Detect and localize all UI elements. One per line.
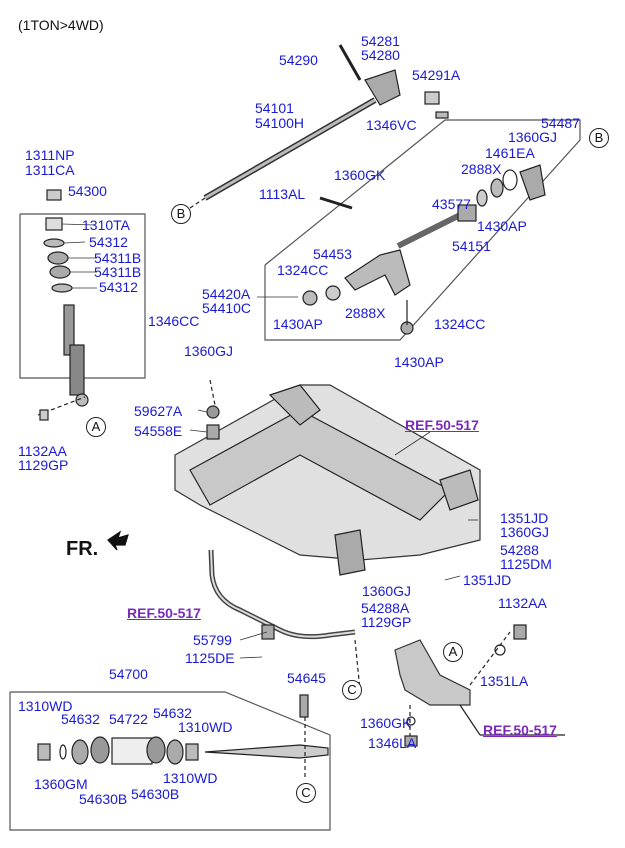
- part-1360gm: 1360GM: [34, 776, 88, 792]
- part-1351jd: 1351JD: [500, 510, 549, 526]
- part-1360gj: 1360GJ: [362, 583, 412, 599]
- part-54453: 54453: [313, 246, 352, 262]
- part-1311ca: 1311CA: [25, 162, 75, 178]
- part-1125de: 1125DE: [185, 650, 235, 666]
- marker-a: A: [443, 642, 463, 662]
- part-1360gk: 1360GK: [360, 715, 412, 731]
- part-54410c: 54410C: [202, 300, 252, 316]
- part-54311b: 54311B: [94, 264, 142, 280]
- part-2888x: 2888X: [461, 161, 502, 177]
- part-54300: 54300: [68, 183, 107, 199]
- part-1310wd: 1310WD: [18, 698, 73, 714]
- part-54700: 54700: [109, 666, 148, 682]
- part-54632: 54632: [61, 711, 100, 727]
- part-43577: 43577: [432, 196, 471, 212]
- part-54487: 54487: [541, 115, 580, 131]
- stabilizer-bar: [208, 549, 361, 691]
- part-1351la: 1351LA: [480, 673, 529, 689]
- part-1430ap: 1430AP: [394, 354, 444, 370]
- part-54312: 54312: [89, 234, 128, 250]
- part-54288a: 54288A: [361, 600, 410, 616]
- page-title: (1TON>4WD): [18, 17, 104, 33]
- part-54288: 54288: [500, 542, 539, 558]
- part-55799: 55799: [193, 632, 232, 648]
- front-arrow-icon: [107, 530, 129, 551]
- part-54630b: 54630B: [79, 791, 128, 807]
- part-1324cc: 1324CC: [434, 316, 486, 332]
- part-1430ap: 1430AP: [273, 316, 323, 332]
- part-2888x: 2888X: [345, 305, 386, 321]
- crossmember: [174, 379, 481, 576]
- part-54420a: 54420A: [202, 286, 251, 302]
- upper-arm-group: [264, 119, 581, 341]
- part-1113al: 1113AL: [259, 186, 306, 202]
- part-1360gj: 1360GJ: [500, 524, 550, 540]
- marker-b: B: [171, 204, 191, 224]
- part-54632: 54632: [153, 705, 192, 721]
- part-1311np: 1311NP: [25, 147, 75, 163]
- ref-link[interactable]: REF.50-517: [127, 605, 201, 621]
- part-1461ea: 1461EA: [485, 145, 535, 161]
- part-54151: 54151: [452, 238, 491, 254]
- part-1310ta: 1310TA: [82, 217, 130, 233]
- part-1129gp: 1129GP: [361, 614, 412, 630]
- part-1129gp: 1129GP: [18, 457, 69, 473]
- part-1132aa: 1132AA: [498, 595, 547, 611]
- part-1125dm: 1125DM: [500, 556, 552, 572]
- part-1346vc: 1346VC: [366, 117, 417, 133]
- part-54630b: 54630B: [131, 786, 180, 802]
- part-1360gj: 1360GJ: [184, 343, 234, 359]
- part-54281: 54281: [361, 33, 400, 49]
- part-1310wd: 1310WD: [163, 770, 218, 786]
- part-54558e: 54558E: [134, 423, 183, 439]
- part-1324cc: 1324CC: [277, 262, 329, 278]
- part-1430ap: 1430AP: [477, 218, 527, 234]
- part-54645: 54645: [287, 670, 326, 686]
- part-1346cc: 1346CC: [148, 313, 200, 329]
- marker-c: C: [342, 680, 362, 700]
- part-54290: 54290: [279, 52, 318, 68]
- upper-rod-group: [189, 44, 449, 209]
- part-1310wd: 1310WD: [178, 719, 233, 735]
- part-54100h: 54100H: [255, 115, 305, 131]
- marker-c: C: [296, 783, 316, 803]
- part-54101: 54101: [255, 100, 294, 116]
- part-1346la: 1346LA: [368, 735, 417, 751]
- part-1360gk: 1360GK: [334, 167, 386, 183]
- part-54312: 54312: [99, 279, 138, 295]
- marker-b: B: [589, 128, 609, 148]
- part-1351jd: 1351JD: [463, 572, 512, 588]
- part-54311b: 54311B: [94, 250, 142, 266]
- stabilizer-link-group: [9, 691, 331, 831]
- ref-link[interactable]: REF.50-517: [483, 722, 557, 738]
- part-54280: 54280: [361, 47, 400, 63]
- part-54722: 54722: [109, 711, 148, 727]
- part-1132aa: 1132AA: [18, 443, 67, 459]
- part-54291a: 54291A: [412, 67, 461, 83]
- part-59627a: 59627A: [134, 403, 183, 419]
- ref-link[interactable]: REF.50-517: [405, 417, 479, 433]
- front-direction-label: FR.: [66, 538, 99, 560]
- part-1360gj: 1360GJ: [508, 129, 558, 145]
- lower-arm: [394, 624, 565, 747]
- marker-a: A: [86, 417, 106, 437]
